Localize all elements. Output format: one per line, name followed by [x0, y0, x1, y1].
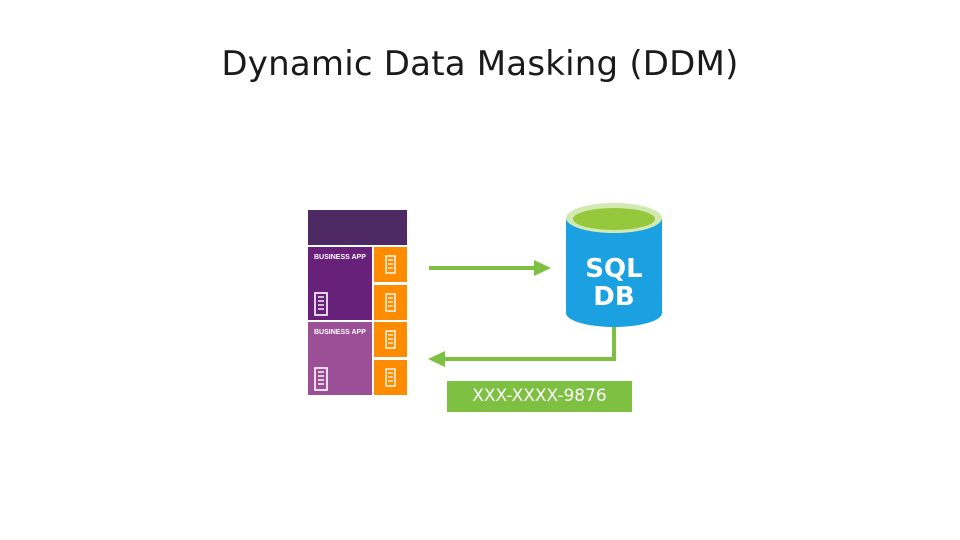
database-label-line2: DB	[593, 282, 635, 312]
document-icon	[385, 330, 396, 349]
document-icon	[385, 368, 396, 387]
business-app-panel-1: BUSINESS APP	[308, 247, 372, 320]
building-icon	[314, 292, 328, 316]
database-label-line1: SQL	[585, 254, 643, 284]
orange-tile-4	[374, 360, 407, 395]
business-app-label-1: BUSINESS APP	[314, 254, 366, 261]
business-app-label-2: BUSINESS APP	[314, 329, 366, 336]
business-app-stack: BUSINESS APP BUSINESS APP	[308, 210, 407, 395]
orange-tile-2	[374, 285, 407, 320]
arrow-right-icon	[429, 260, 551, 276]
database-icon	[566, 203, 662, 327]
building-icon	[314, 367, 328, 391]
orange-tile-1	[374, 247, 407, 282]
document-icon	[385, 255, 396, 274]
document-icon	[385, 293, 396, 312]
masked-value-label: XXX-XXXX-9876	[447, 381, 632, 412]
business-app-panel-2: BUSINESS APP	[308, 322, 372, 395]
arrow-left-icon	[428, 327, 616, 367]
orange-tile-3	[374, 322, 407, 357]
slide-title: Dynamic Data Masking (DDM)	[221, 44, 739, 84]
app-stack-header	[308, 210, 407, 245]
